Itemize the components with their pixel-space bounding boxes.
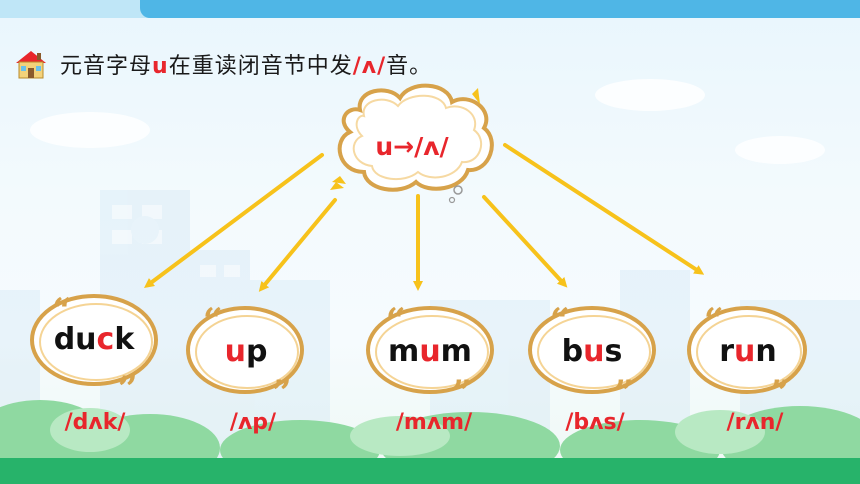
ipa-duck: /dʌk/ [64, 410, 126, 435]
quote-mark: ” [452, 373, 472, 413]
title-sound: /ʌ/ [352, 54, 387, 79]
arrow-to-duck [143, 153, 324, 288]
word-part: k [114, 322, 135, 357]
word-highlight: c [96, 322, 115, 357]
word-frame-duck [30, 294, 158, 386]
cloud-bubble [330, 83, 494, 204]
word-part: n [755, 334, 777, 369]
title-prefix: 元音字母 [60, 54, 153, 79]
center-label: u→/ʌ/ [375, 132, 449, 161]
quote-mark: “ [52, 291, 72, 331]
top-bar-accent [140, 0, 860, 18]
word-highlight: u [419, 334, 441, 369]
word-bus: bus [532, 334, 652, 369]
title-letter: u [152, 54, 169, 79]
word-highlight: u [224, 334, 246, 369]
word-up: up [186, 334, 306, 369]
ipa-up: /ʌp/ [229, 410, 277, 435]
word-frame-up [186, 306, 304, 394]
word-frame-mum [366, 306, 494, 394]
word-part: du [53, 322, 97, 357]
word-frame-run [687, 306, 807, 394]
word-part: r [719, 334, 735, 369]
quote-mark: “ [203, 301, 223, 341]
word-highlight: u [583, 334, 605, 369]
arrow-to-bus [482, 195, 568, 288]
word-run: run [688, 334, 808, 369]
ipa-run: /rʌn/ [726, 410, 784, 435]
word-part: p [245, 334, 268, 369]
quote-mark: “ [386, 301, 406, 341]
word-part: m [388, 334, 420, 369]
word-mum: mum [370, 334, 490, 369]
quote-mark: ” [272, 373, 292, 413]
ipa-mum: /mʌm/ [395, 410, 473, 435]
instruction-text: 元音字母u在重读闭音节中发/ʌ/音。 [60, 48, 432, 80]
word-part: b [561, 334, 584, 369]
ground-strip [0, 458, 860, 484]
arrow-to-up [258, 198, 337, 292]
arrow-to-run [503, 143, 705, 275]
quote-mark: ” [614, 373, 634, 413]
house-icon [16, 51, 46, 79]
word-frame-bus [528, 306, 656, 394]
word-part: s [604, 334, 623, 369]
title-middle: 在重读闭音节中发 [168, 54, 353, 79]
quote-mark: “ [704, 301, 724, 341]
top-bar [0, 0, 860, 18]
word-part: m [440, 334, 472, 369]
quote-mark: “ [550, 301, 570, 341]
word-highlight: u [734, 334, 756, 369]
quote-mark: ” [118, 369, 138, 409]
title-suffix: 音。 [386, 54, 433, 79]
word-duck: duck [34, 322, 154, 357]
ipa-bus: /bʌs/ [565, 410, 625, 435]
title-row: 元音字母u在重读闭音节中发/ʌ/音。 [14, 47, 432, 81]
quote-mark: ” [770, 373, 790, 413]
